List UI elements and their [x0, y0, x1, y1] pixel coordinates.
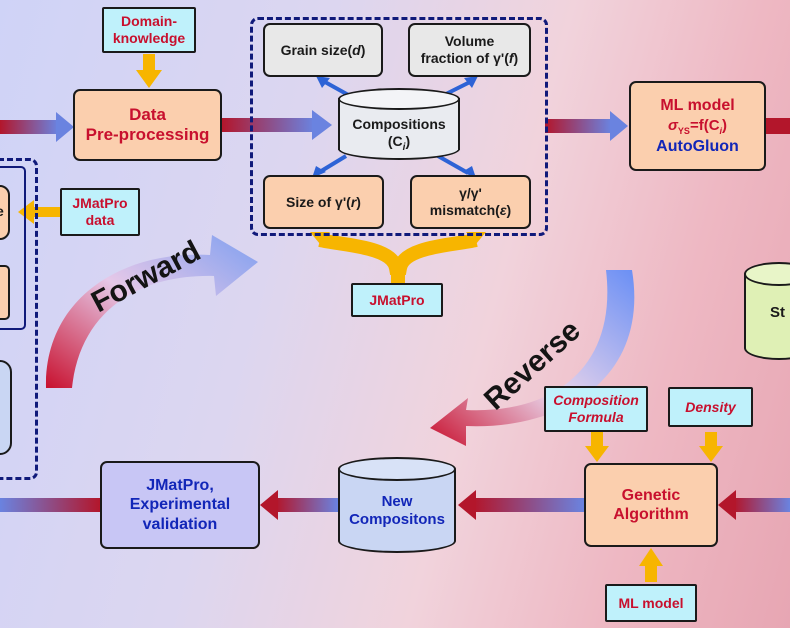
- arrow-formula-down: [591, 432, 603, 448]
- reverse-arrow: [430, 270, 635, 446]
- arrow-mlmodel-up: [645, 564, 657, 582]
- ml-model-bottom-box: ML model: [605, 584, 697, 622]
- arrow-jmatpro-data-left: [32, 207, 62, 217]
- arrow-new-to-validation-head: [260, 490, 278, 520]
- compositions-label: Compositions: [352, 116, 446, 132]
- ml-model-box: ML model σYS=f(Ci) AutoGluon: [629, 81, 766, 171]
- genetic-algorithm-label: Genetic Algorithm: [613, 486, 689, 523]
- arrow-jmatpro-data-left-head: [18, 200, 34, 224]
- formula-rest: =f(C: [689, 117, 720, 135]
- volume-fraction-var: f: [508, 50, 514, 66]
- new-compositions-cylinder: New Compositons: [338, 457, 456, 553]
- grain-size-label: Grain size(: [280, 41, 353, 58]
- domain-knowledge-label: Domain- knowledge: [112, 13, 186, 46]
- left-partial-cylinder-blue: [0, 360, 12, 455]
- left-partial-label: e: [0, 203, 4, 219]
- arrow-domain-down: [143, 54, 155, 72]
- jmatpro-data-box: JMatPro data: [60, 188, 140, 236]
- forward-arrow: [45, 235, 259, 388]
- compositions-cylinder: Compositions (Ci): [338, 88, 460, 160]
- data-preprocessing-label: Data Pre-processing: [85, 104, 210, 144]
- data-preprocessing-box: Data Pre-processing: [73, 89, 222, 161]
- arrow-box-to-mlmodel: [545, 119, 611, 133]
- arrow-validation-left: [0, 498, 100, 512]
- size-gamma-text: Size of γ'(r): [286, 193, 361, 210]
- compositions-sub: (Ci): [387, 132, 411, 153]
- formula-close: ): [722, 117, 728, 135]
- arrow-preprocessing-to-compositions-head: [312, 110, 332, 140]
- arrow-new-to-validation: [276, 498, 338, 512]
- mismatch-var: ε: [499, 202, 507, 218]
- compositions-c: (C: [387, 132, 403, 149]
- jmatpro-label: JMatPro: [369, 291, 425, 308]
- st-cylinder: St: [744, 262, 790, 360]
- arrow-ga-from-right-head: [718, 490, 736, 520]
- left-inner-frame: [0, 166, 26, 330]
- mismatch-label: mismatch(: [429, 202, 500, 218]
- arrow-domain-down-head: [136, 70, 162, 88]
- size-gamma-label: Size of γ'(: [286, 193, 351, 210]
- volume-fraction-box: Volume fraction of γ'(f): [408, 23, 531, 77]
- arrow-ga-to-new: [474, 498, 584, 512]
- compositions-text: Compositions (Ci): [338, 116, 460, 154]
- st-label: St: [770, 304, 785, 321]
- volume-fraction-label: fraction of γ'(: [420, 50, 509, 66]
- volume-fraction-line2: fraction of γ'(f): [420, 50, 519, 66]
- left-group-border: [0, 158, 38, 480]
- ml-model-formula: σYS=f(Ci): [668, 117, 727, 137]
- grain-size-text: Grain size(d): [280, 41, 366, 58]
- arrow-density-down: [705, 432, 717, 448]
- formula-sub: YS: [677, 126, 690, 137]
- density-label: Density: [685, 398, 736, 415]
- arrow-ga-from-right: [734, 498, 790, 512]
- arrow-density-down-head: [699, 446, 723, 462]
- formula-i: i: [719, 126, 723, 137]
- jmatpro-data-label: JMatPro data: [72, 195, 128, 228]
- domain-knowledge-box: Domain- knowledge: [102, 7, 196, 53]
- size-gamma-var: r: [350, 193, 357, 210]
- arrow-box-to-mlmodel-head: [610, 111, 628, 141]
- mismatch-box: γ/γ' mismatch(ε): [410, 175, 531, 229]
- composition-formula-label: Composition Formula: [553, 392, 639, 425]
- size-gamma-box: Size of γ'(r): [263, 175, 384, 229]
- ml-model-title: ML model: [660, 96, 735, 114]
- autogluon-label: AutoGluon: [656, 137, 739, 155]
- validation-box: JMatPro, Experimental validation: [100, 461, 260, 549]
- left-partial-cylinder: e: [0, 185, 10, 240]
- mismatch-line1: γ/γ': [459, 185, 482, 202]
- arrow-jmatpro-stem: [391, 262, 405, 284]
- arrow-left-to-preprocessing: [0, 120, 58, 134]
- jmatpro-box: JMatPro: [351, 283, 443, 317]
- left-partial-box: [0, 265, 10, 320]
- arrow-preprocessing-to-compositions: [222, 118, 314, 132]
- volume-fraction-line1: Volume: [444, 33, 495, 50]
- mismatch-line2: mismatch(ε): [429, 202, 512, 218]
- feature-group-border: [250, 17, 548, 236]
- arrow-ga-to-new-head: [458, 490, 476, 520]
- grain-size-box: Grain size(d): [263, 23, 383, 77]
- density-box: Density: [668, 387, 753, 427]
- genetic-algorithm-box: Genetic Algorithm: [584, 463, 718, 547]
- composition-formula-box: Composition Formula: [544, 386, 648, 432]
- ml-model-bottom-label: ML model: [618, 594, 684, 611]
- grain-size-var: d: [352, 41, 361, 58]
- new-compositions-label: New Compositons: [349, 493, 445, 528]
- arrow-formula-down-head: [585, 446, 609, 462]
- validation-label: JMatPro, Experimental validation: [129, 477, 231, 533]
- arrow-left-to-preprocessing-head: [56, 112, 74, 142]
- formula-sigma: σ: [667, 117, 678, 135]
- arrow-mlmodel-up-head: [639, 548, 663, 566]
- compositions-i: i: [402, 141, 406, 153]
- arrow-mlmodel-right: [766, 118, 790, 134]
